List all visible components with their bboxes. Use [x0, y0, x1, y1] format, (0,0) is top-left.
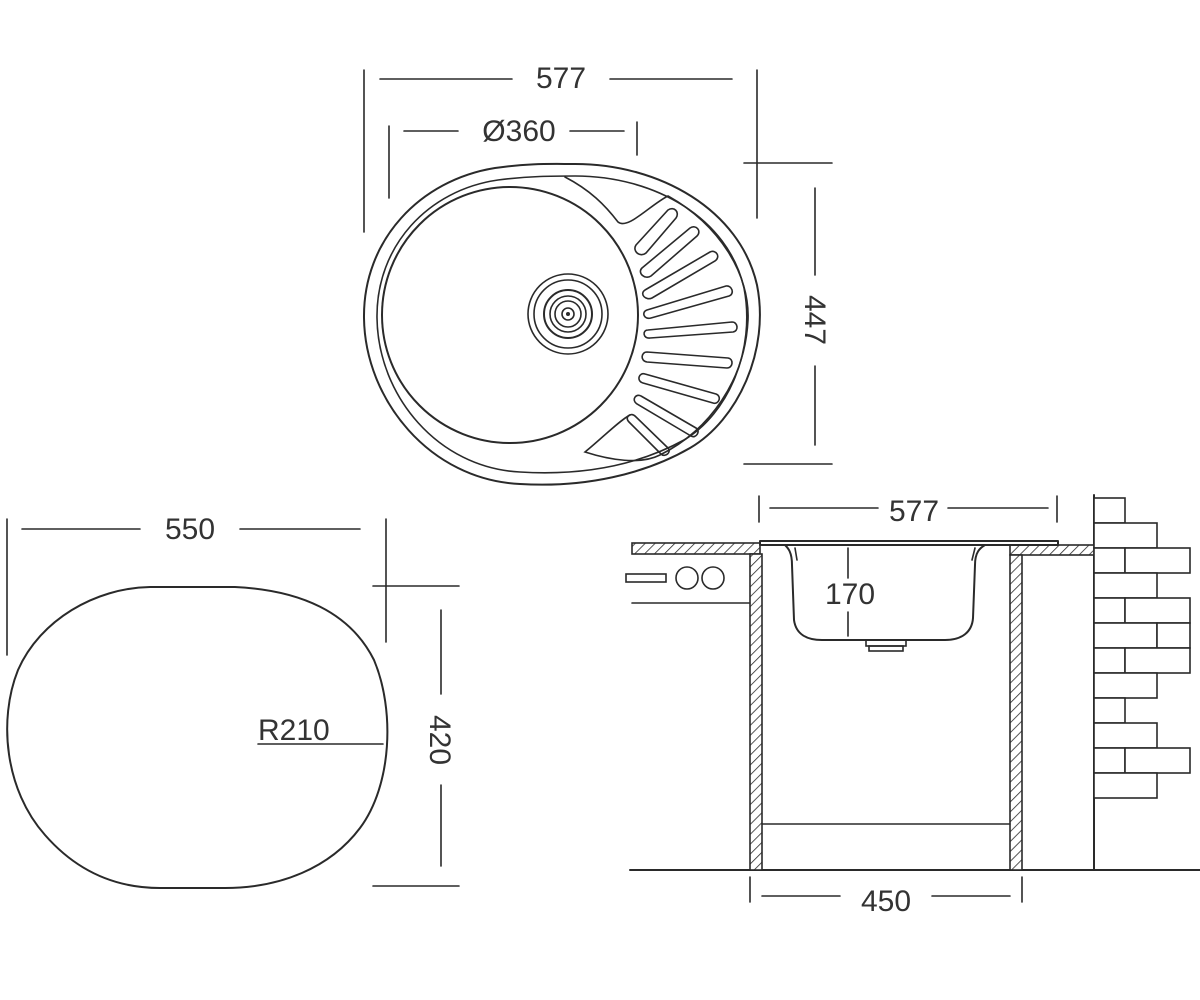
- dim-label-bowl-diameter: Ø360: [482, 115, 555, 148]
- cabinet-panel-right: [1009, 554, 1023, 871]
- sink-bowl-section: [784, 544, 986, 641]
- sink-top-view: 577 Ø360 447: [362, 62, 833, 486]
- drainboard-grooves: [626, 207, 738, 457]
- dimension-bowl-depth: 170: [825, 547, 875, 637]
- side-section-view: 170 577 450: [625, 494, 1200, 918]
- dimension-top-width: 577: [363, 62, 758, 233]
- dimension-top-depth: 447: [743, 162, 833, 465]
- drain-section: [865, 639, 907, 652]
- dim-label-550: 550: [165, 513, 215, 546]
- adjacent-cabinet-handle: [625, 566, 751, 604]
- cabinet-panel-left: [749, 553, 763, 871]
- dimension-cabinet-width: 450: [749, 876, 1023, 918]
- dimension-side-width: 577: [758, 495, 1058, 528]
- cutout-outline: [6, 586, 389, 889]
- dim-label-577-side: 577: [889, 495, 939, 528]
- dim-label-577-top: 577: [536, 62, 586, 95]
- dim-label-170: 170: [825, 578, 875, 611]
- sink-inner-rim: [376, 175, 748, 474]
- dim-label-450: 450: [861, 885, 911, 918]
- dimension-cutout-width: 550: [6, 513, 387, 656]
- dimension-bowl-diameter: Ø360: [388, 115, 638, 199]
- dim-label-R210: R210: [258, 714, 330, 747]
- dim-label-420: 420: [423, 715, 456, 765]
- sink-flange: [759, 540, 1059, 546]
- countertop-left: [631, 542, 761, 555]
- cutout-template-view: R210 550 420: [6, 513, 460, 889]
- brick-wall: [1093, 497, 1191, 799]
- countertop-right: [1009, 544, 1095, 556]
- drainboard-outline: [564, 176, 749, 462]
- dimension-cutout-height: 420: [372, 585, 460, 887]
- sink-bowl: [381, 186, 639, 444]
- sink-outer-rim: [362, 162, 761, 486]
- dim-label-447: 447: [798, 295, 831, 345]
- drain-strainer: [527, 273, 609, 355]
